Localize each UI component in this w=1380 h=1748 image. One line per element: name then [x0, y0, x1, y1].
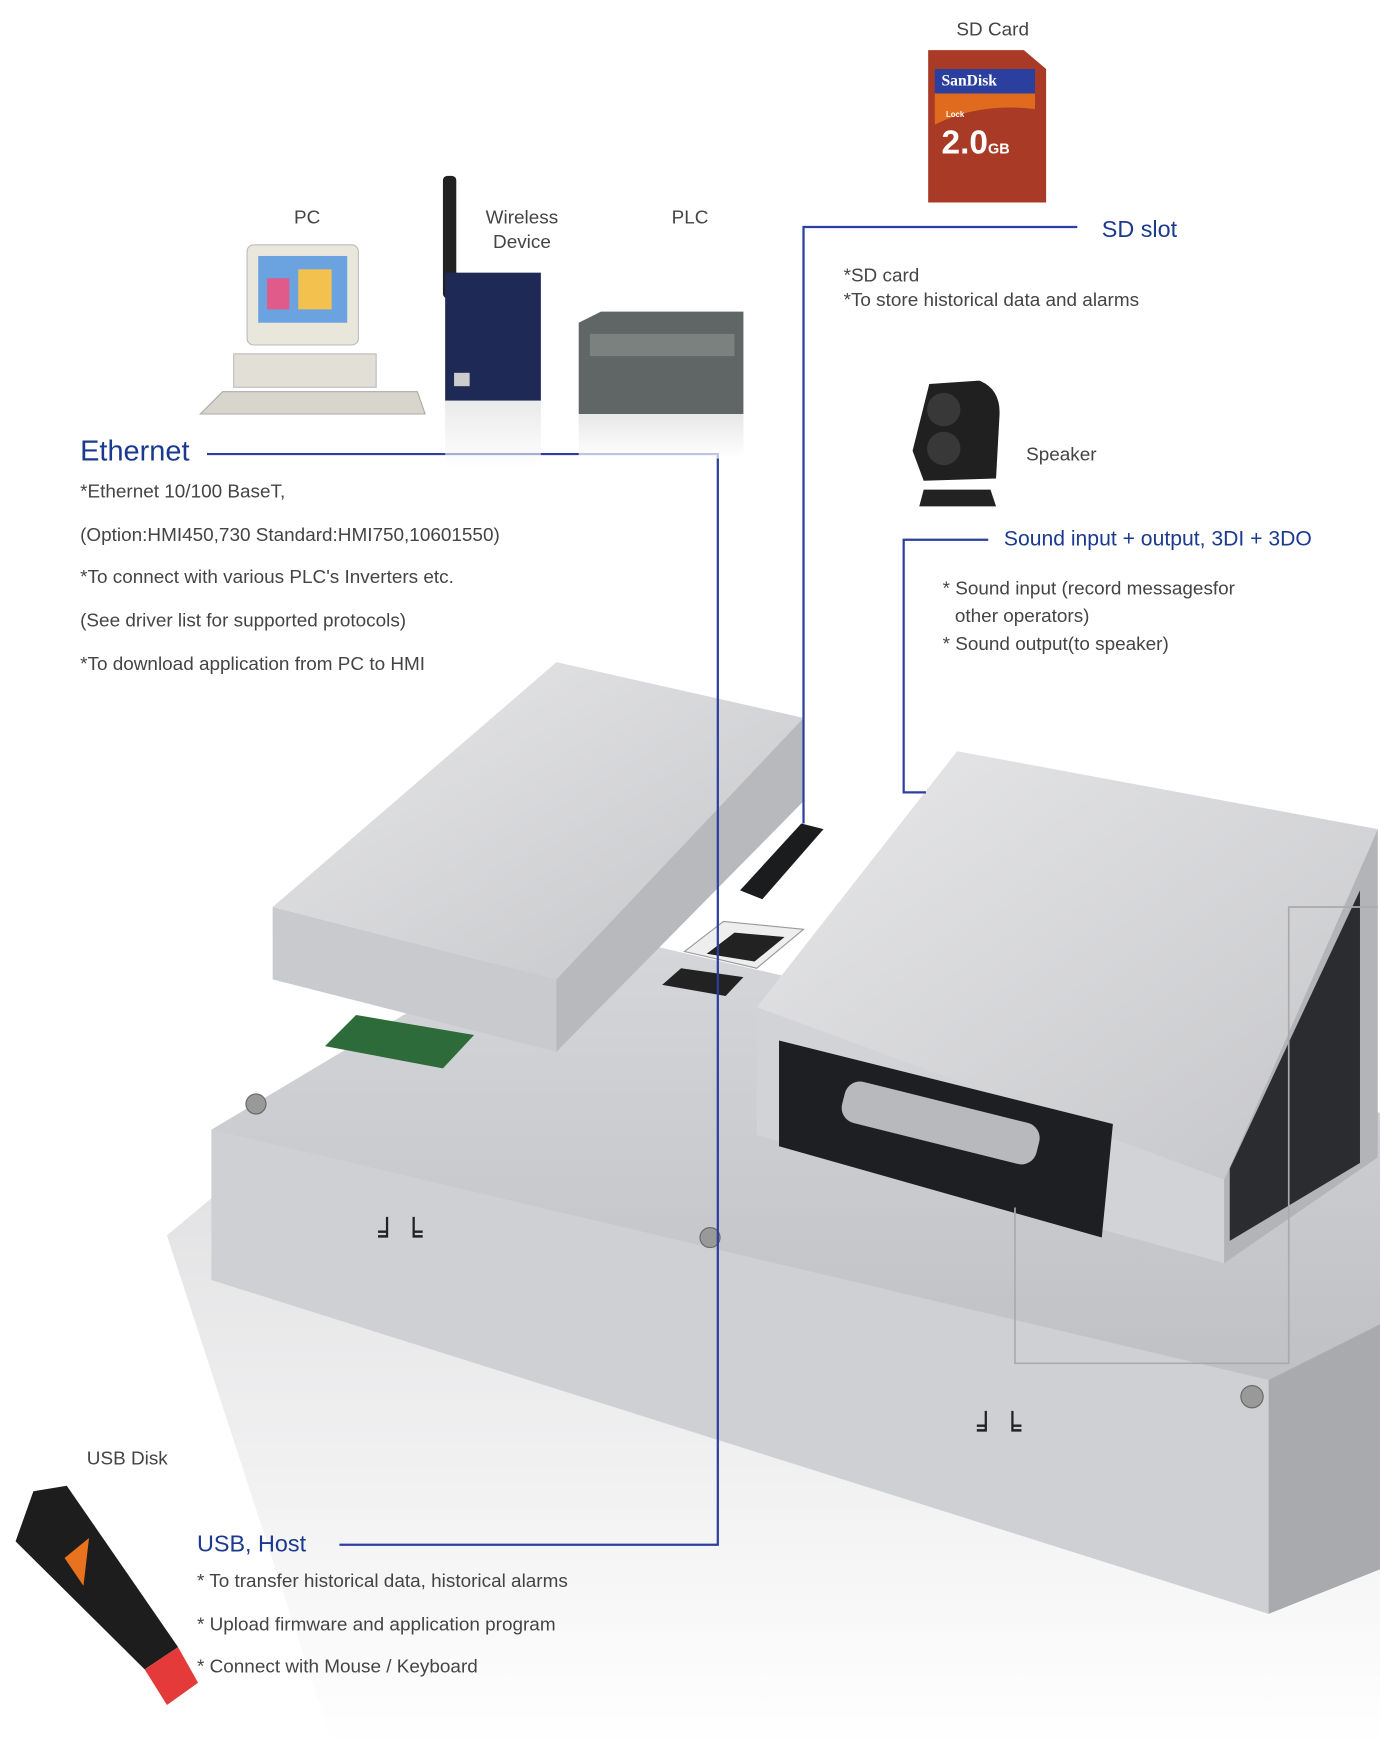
- usb-host-heading: USB, Host: [196, 1531, 307, 1557]
- right-module: [756, 751, 1378, 1180]
- ethernet-line: *To connect with various PLC's Inverters…: [80, 566, 454, 588]
- sd-card-brand: SanDisk: [941, 73, 997, 91]
- sound-heading: Sound input + output, 3DI + 3DO: [1003, 527, 1312, 551]
- usb-port: [662, 968, 744, 997]
- sd-slot-line: *To store historical data and alarms: [843, 289, 1140, 311]
- ethernet-heading: Ethernet: [80, 434, 190, 468]
- sound-leader-line: [902, 538, 989, 794]
- usb-line: * Upload firmware and application progra…: [196, 1613, 556, 1635]
- ethernet-line: *Ethernet 10/100 BaseT,: [80, 480, 286, 502]
- wireless-label-line-2: Device: [493, 231, 551, 253]
- usb-disk-label: USB Disk: [86, 1447, 168, 1470]
- sd-card-capacity-unit: GB: [987, 140, 1010, 157]
- left-module: [272, 662, 804, 980]
- terminal-connector: [324, 1014, 475, 1069]
- sd-slot-line: *SD card: [843, 264, 920, 287]
- ethernet-line: (Option:HMI450,730 Standard:HMI750,10601…: [80, 524, 500, 546]
- sd-card-lock: Lock: [945, 111, 965, 120]
- usb-line: * To transfer historical data, historica…: [196, 1570, 568, 1592]
- speaker-image: [912, 380, 1000, 507]
- sd-card-capacity: 2.0GB: [942, 125, 1010, 163]
- svg-text:╛ ╘: ╛ ╘: [377, 1216, 423, 1251]
- ethernet-line: (See driver list for supported protocols…: [80, 609, 407, 632]
- sound-line: * Sound input (record messagesfor: [942, 577, 1235, 599]
- sd-leader-line: [802, 225, 1078, 824]
- sd-card-image: [928, 50, 1047, 203]
- usb-disk-image: [15, 1485, 199, 1705]
- sd-card-label: SD Card: [956, 18, 1029, 41]
- speaker-label: Speaker: [1026, 444, 1097, 466]
- ethernet-port: [706, 932, 785, 962]
- wireless-device-label: Wireless Device: [467, 206, 576, 255]
- wireless-device-image: [442, 175, 541, 468]
- pc-image: [198, 244, 426, 415]
- usb-line: * Connect with Mouse / Keyboard: [196, 1655, 478, 1678]
- pc-label: PC: [294, 206, 321, 229]
- sound-line: * Sound output(to speaker): [942, 633, 1169, 655]
- svg-text:╛ ╘: ╛ ╘: [976, 1410, 1022, 1445]
- sd-slot-port: [740, 823, 824, 900]
- sd-slot-heading: SD slot: [1101, 217, 1178, 243]
- ethernet-line: *To download application from PC to HMI: [80, 653, 426, 675]
- sd-card-capacity-value: 2.0: [941, 124, 988, 162]
- wireless-label-line-1: Wireless: [485, 206, 559, 229]
- sound-line: other operators): [954, 605, 1090, 627]
- plc-label: PLC: [671, 206, 709, 229]
- plc-image: [578, 311, 744, 459]
